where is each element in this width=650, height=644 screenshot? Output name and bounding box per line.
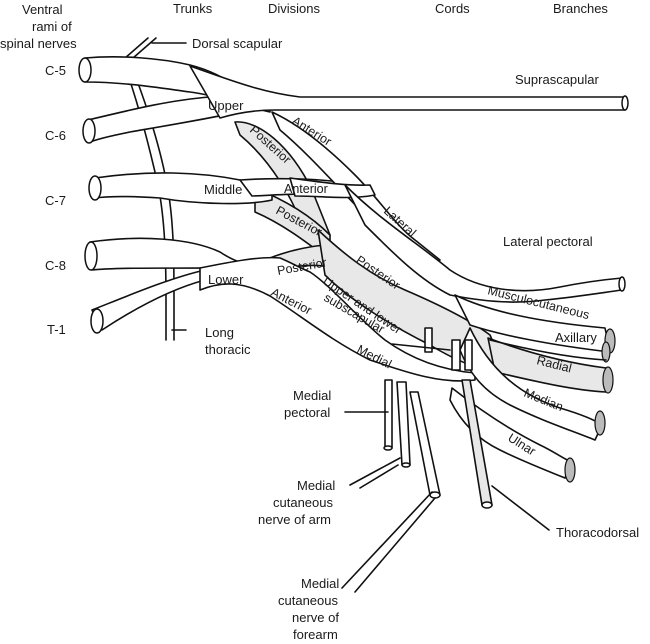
label-suprascapular: Suprascapular — [515, 72, 599, 87]
radial-cap — [602, 366, 614, 394]
header-cords: Cords — [435, 1, 470, 16]
label-long-thoracic-2: thoracic — [205, 342, 251, 357]
trunk-label-lower: Lower — [208, 272, 244, 287]
label-medial-cutaneous-forearm-3: nerve of — [292, 610, 339, 625]
label-medial-pectoral-2: pectoral — [284, 405, 330, 420]
root-labels: C-5 C-6 C-7 C-8 T-1 — [45, 63, 66, 337]
lateral-cord-group — [271, 111, 626, 441]
label-dorsal-scapular: Dorsal scapular — [192, 36, 283, 51]
label-long-thoracic-1: Long — [205, 325, 234, 340]
upper-trunk — [189, 65, 626, 119]
trunk-label-upper: Upper — [208, 98, 244, 113]
label-medial-cutaneous-arm-2: cutaneous — [273, 495, 333, 510]
header-ventral-rami-line1: Ventral — [22, 2, 63, 17]
root-t1 — [91, 269, 206, 331]
label-medial-cutaneous-forearm-2: cutaneous — [278, 593, 338, 608]
root-label-t1: T-1 — [47, 322, 66, 337]
label-lateral-pectoral: Lateral pectoral — [503, 234, 593, 249]
root-label-c6: C-6 — [45, 128, 66, 143]
division-label-middle-anterior: Anterior — [284, 182, 328, 196]
header-ventral-rami-line3: spinal nerves — [0, 36, 77, 51]
root-label-c8: C-8 — [45, 258, 66, 273]
header-divisions: Divisions — [268, 1, 321, 16]
label-thoracodorsal: Thoracodorsal — [556, 525, 639, 540]
header-trunks: Trunks — [173, 1, 213, 16]
label-axillary: Axillary — [555, 330, 597, 345]
header-branches: Branches — [553, 1, 608, 16]
dorsal-scapular-nerve — [124, 37, 187, 59]
root-label-c7: C-7 — [45, 193, 66, 208]
trunk-label-middle: Middle — [204, 182, 242, 197]
header-ventral-rami-line2: rami of — [32, 19, 72, 34]
medial-cord-group — [383, 327, 576, 509]
label-medial-cutaneous-arm-3: nerve of arm — [258, 512, 331, 527]
leader-lines — [341, 343, 550, 593]
column-headers: Ventral rami of spinal nerves Trunks Div… — [0, 1, 608, 51]
label-medial-pectoral-1: Medial — [293, 388, 331, 403]
axillary-cap — [601, 341, 611, 363]
label-medial-cutaneous-forearm-1: Medial — [301, 576, 339, 591]
label-medial-cutaneous-forearm-4: forearm — [293, 627, 338, 642]
label-medial-cutaneous-arm-1: Medial — [297, 478, 335, 493]
root-label-c5: C-5 — [45, 63, 66, 78]
lower-trunk — [199, 256, 476, 382]
